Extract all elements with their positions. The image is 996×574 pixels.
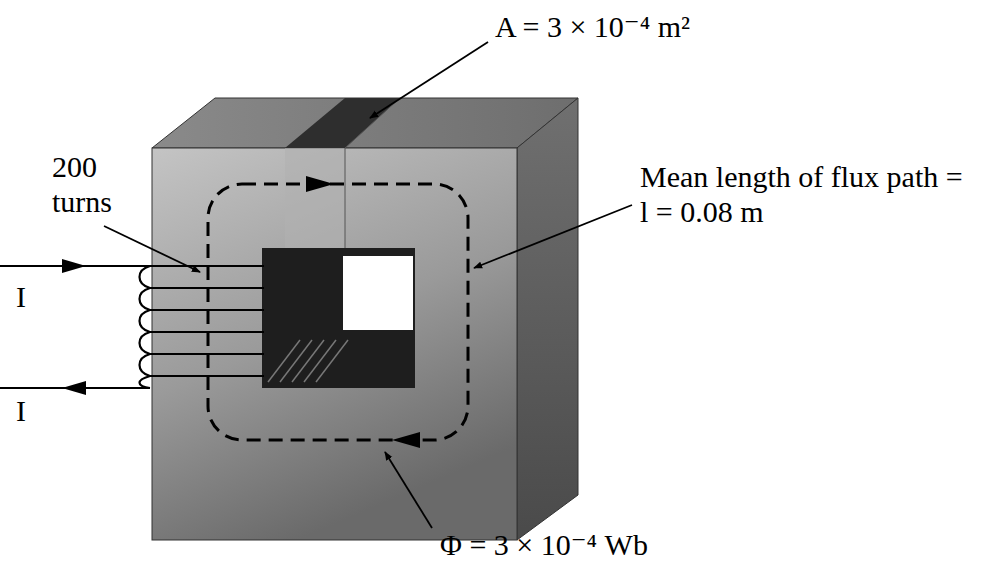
cross-section	[285, 98, 400, 148]
core-side-face	[517, 98, 578, 540]
flux-arrow	[392, 432, 420, 448]
leader-line	[104, 226, 200, 272]
flux-arrow	[306, 176, 334, 192]
current-arrow	[62, 259, 86, 273]
coil-winding	[140, 266, 265, 388]
current-label: I	[16, 394, 26, 429]
flux-label: Φ = 3 × 10⁻⁴ Wb	[440, 528, 648, 563]
window-opening	[343, 256, 413, 330]
window-hatch	[268, 340, 348, 382]
flux-path	[208, 184, 468, 440]
seam-line	[345, 148, 346, 248]
leader-line	[370, 42, 488, 118]
cross-section-front	[285, 148, 345, 250]
current-arrow	[62, 381, 86, 395]
current-label: I	[16, 280, 26, 315]
seam-line	[345, 98, 400, 148]
leader-line	[385, 452, 432, 528]
core-window	[262, 248, 415, 388]
turns-label: 200 turns	[52, 150, 152, 219]
core-front-face	[152, 148, 517, 540]
core-top-face	[152, 98, 578, 148]
area-label: A = 3 × 10⁻⁴ m²	[495, 10, 690, 45]
path-length-label: Mean length of flux path = l = 0.08 m	[640, 160, 970, 229]
leader-line	[474, 205, 632, 268]
